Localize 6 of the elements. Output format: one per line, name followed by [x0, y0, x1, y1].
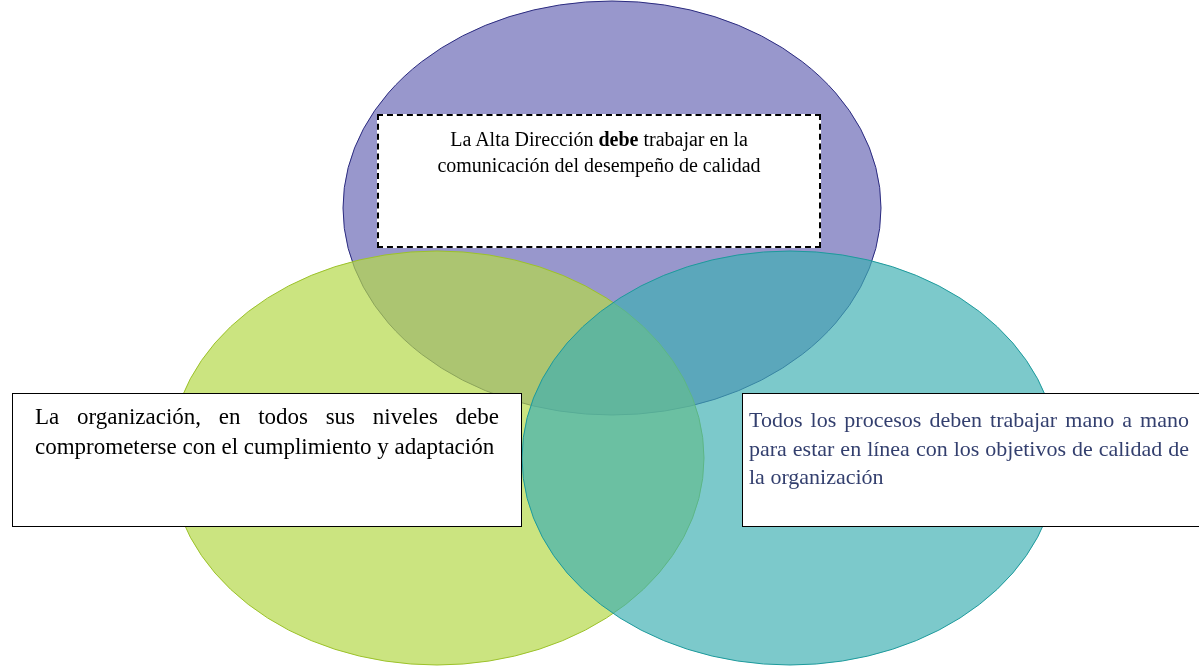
box-text: La Alta Dirección debe trabajar en la comunicación del desempeño de calidad: [436, 127, 762, 178]
box-text: La organización, en todos sus niveles debe comprometerse con el cumplimiento y adaptación: [35, 403, 499, 461]
dashed-text-box: [377, 114, 821, 248]
text-box: [12, 393, 522, 527]
text-box: [742, 393, 1199, 527]
box-text: Todos los procesos deben trabajar mano a mano para estar en línea con los objetivos de calidad de la organización: [749, 406, 1189, 492]
